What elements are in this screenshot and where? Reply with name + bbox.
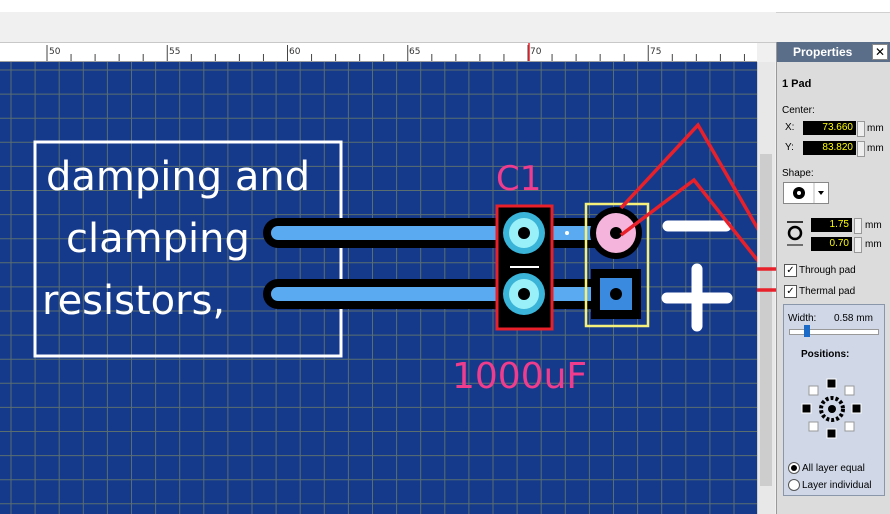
unit-label: mm bbox=[867, 123, 884, 134]
connector-pad-2-drill bbox=[610, 288, 622, 300]
unit-label: mm bbox=[867, 143, 884, 154]
vertical-scrollbar[interactable] bbox=[757, 62, 775, 514]
through-pad-label[interactable]: Through pad bbox=[799, 265, 856, 276]
round-shape-icon bbox=[793, 183, 824, 203]
x-label: X: bbox=[785, 122, 795, 133]
thermal-pad-checkbox[interactable]: ✓ bbox=[784, 285, 797, 298]
annotation-line bbox=[619, 122, 757, 231]
all-layer-radio[interactable] bbox=[788, 462, 800, 474]
pad-size-icon bbox=[787, 221, 803, 246]
diameter-spinner[interactable] bbox=[854, 218, 862, 234]
center-x-input[interactable]: 73.660 bbox=[803, 121, 856, 135]
silkscreen-text-line: damping and bbox=[46, 154, 310, 200]
ruler-ticks bbox=[46, 43, 745, 61]
scrollbar-thumb[interactable] bbox=[760, 154, 772, 486]
y-label: Y: bbox=[785, 142, 794, 153]
positions-label: Positions: bbox=[801, 349, 850, 360]
unit-label: mm bbox=[865, 220, 882, 231]
ruler-label: 55 bbox=[169, 47, 181, 57]
y-spinner[interactable] bbox=[857, 141, 865, 157]
layer-individual-radio[interactable] bbox=[788, 479, 800, 491]
toolbar bbox=[0, 12, 776, 43]
through-pad-checkbox[interactable]: ✓ bbox=[784, 264, 797, 277]
close-icon[interactable]: ✕ bbox=[872, 44, 888, 60]
ruler-label: 75 bbox=[650, 47, 662, 57]
thermal-settings: Width: 0.58 mm Positions: All layer equa… bbox=[783, 304, 885, 496]
shape-dropdown[interactable] bbox=[783, 182, 829, 204]
ruler-label: 65 bbox=[409, 47, 421, 57]
ruler-label: 50 bbox=[49, 47, 61, 57]
connector-pad-1-drill bbox=[610, 227, 622, 239]
thermal-positions-grid[interactable] bbox=[800, 377, 864, 441]
thermal-pad-label[interactable]: Thermal pad bbox=[799, 286, 856, 297]
all-layer-label[interactable]: All layer equal bbox=[802, 463, 865, 474]
c1-pad-2-drill bbox=[518, 288, 530, 300]
pad-diameter-input[interactable]: 1.75 bbox=[811, 218, 852, 232]
connector-outline[interactable] bbox=[584, 202, 650, 328]
c1-outline[interactable] bbox=[495, 204, 554, 331]
x-spinner[interactable] bbox=[857, 121, 865, 137]
pcb-drawing[interactable]: damping and clamping resistors, C1 1000u… bbox=[0, 62, 757, 514]
silkscreen-text-line: clamping bbox=[66, 216, 250, 262]
track-node bbox=[565, 231, 569, 235]
component-ref[interactable]: C1 bbox=[496, 159, 541, 199]
c1-pad-1-drill bbox=[518, 227, 530, 239]
width-value: 0.58 mm bbox=[834, 313, 873, 324]
properties-panel: Properties ✕ 1 Pad Center: X: 73.660 mm … bbox=[776, 42, 890, 514]
drill-spinner[interactable] bbox=[854, 237, 862, 253]
selection-label: 1 Pad bbox=[782, 78, 812, 90]
center-label: Center: bbox=[782, 105, 815, 116]
properties-header: Properties ✕ bbox=[777, 42, 890, 62]
component-value[interactable]: 1000uF bbox=[452, 356, 587, 397]
width-label: Width: bbox=[788, 313, 817, 324]
annotation-line bbox=[619, 177, 757, 263]
unit-label: mm bbox=[865, 239, 882, 250]
pcb-canvas[interactable]: damping and clamping resistors, C1 1000u… bbox=[0, 62, 757, 514]
layer-individual-label[interactable]: Layer individual bbox=[802, 480, 872, 491]
shape-label: Shape: bbox=[782, 168, 814, 179]
ruler-label: 60 bbox=[289, 47, 301, 57]
ruler-label: 70 bbox=[530, 47, 542, 57]
drill-diameter-input[interactable]: 0.70 bbox=[811, 237, 852, 251]
silkscreen-text-line: resistors, bbox=[42, 278, 225, 324]
properties-title: Properties bbox=[793, 45, 853, 59]
width-slider[interactable] bbox=[789, 329, 879, 335]
horizontal-ruler: 50 55 60 65 70 75 bbox=[0, 43, 757, 62]
width-slider-thumb[interactable] bbox=[804, 325, 810, 337]
silkscreen-frame bbox=[33, 140, 343, 358]
center-y-input[interactable]: 83.820 bbox=[803, 141, 856, 155]
